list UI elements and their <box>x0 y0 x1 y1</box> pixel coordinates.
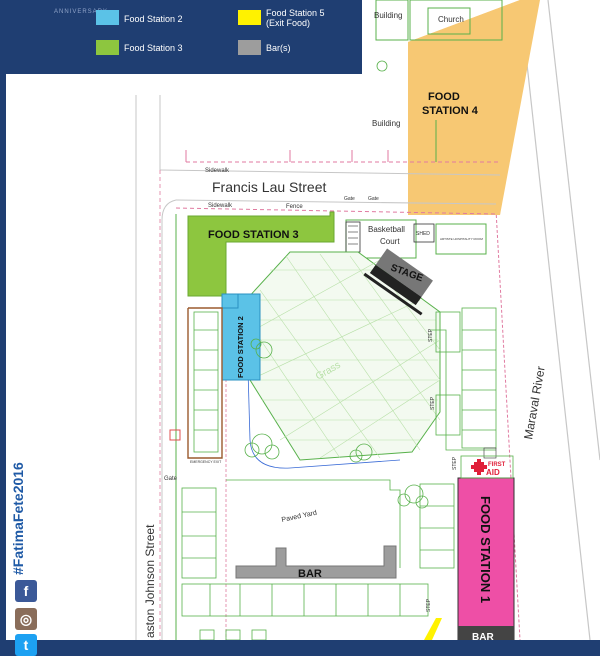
legend-swatch-food-station-3 <box>96 40 119 55</box>
legend-swatch-food-station-2 <box>96 10 119 25</box>
first-aid-line1: FIRST <box>488 462 506 468</box>
stage-block <box>363 248 433 316</box>
gate-left-label: Gate <box>164 476 178 482</box>
instagram-icon[interactable]: ◎ <box>15 608 37 630</box>
legend-swatch-food-station-5 <box>238 10 261 25</box>
building-top-label: Building <box>374 11 402 20</box>
paved-yard-label: Paved Yard <box>281 510 318 524</box>
hashtag-text: #FatimaFete2016 <box>10 462 26 575</box>
map-canvas: Building Church Building FOOD STATION 4 … <box>135 0 600 640</box>
step-2-label: STEP <box>430 396 436 410</box>
step-4-label: STEP <box>426 598 432 612</box>
map-legend: ANNIVERSARY Food Station 2 Food Station … <box>6 0 362 74</box>
food-station-4-line1: FOOD <box>428 91 460 103</box>
fence-label: Fence <box>286 204 303 210</box>
gate-top-label: Gate <box>344 196 355 202</box>
river-label: Maraval River <box>521 365 548 440</box>
food-station-5-area <box>424 618 442 640</box>
food-station-1-label: FOOD STATION 1 <box>478 496 493 603</box>
venue-map: Building Church Building FOOD STATION 4 … <box>6 0 600 640</box>
emergency-exit-label: EMERGENCY EXIT <box>190 460 222 464</box>
court-label: Court <box>380 237 400 246</box>
street-johnson-label: aston Johnson Street <box>143 524 157 638</box>
grass-area <box>245 251 441 461</box>
step-1-label: STEP <box>428 328 434 342</box>
building-mid-label: Building <box>372 119 400 128</box>
step-3-label: STEP <box>452 456 458 470</box>
bar-area <box>235 545 397 579</box>
street-francis-label: Francis Lau Street <box>212 179 326 195</box>
church-label: Church <box>438 15 464 24</box>
bar-partial-label: BAR <box>472 632 494 640</box>
first-aid-line2: AID <box>486 468 500 477</box>
food-station-3-label: FOOD STATION 3 <box>208 229 299 241</box>
legend-label-food-station-5: Food Station 5 <box>266 8 325 18</box>
instagram-glyph: ◎ <box>19 610 33 627</box>
food-station-2-label: FOOD STATION 2 <box>236 316 245 378</box>
basketball-label: Basketball <box>368 225 405 234</box>
bar-label: BAR <box>298 568 322 580</box>
logo-mark <box>64 0 90 6</box>
legend-swatch-bars <box>238 40 261 55</box>
left-sidebar <box>0 74 6 640</box>
legend-label-bars: Bar(s) <box>266 43 291 53</box>
facebook-glyph: f <box>23 583 29 599</box>
food-station-4-line2: STATION 4 <box>422 105 479 117</box>
food-station-1-area <box>457 477 515 640</box>
legend-label-food-station-2: Food Station 2 <box>124 14 183 24</box>
sidewalk-bottom-label: Sidewalk <box>208 203 233 209</box>
facebook-icon[interactable]: f <box>15 580 37 602</box>
sidewalk-top-label: Sidewalk <box>205 168 230 174</box>
logo-text: ANNIVERSARY <box>54 9 108 15</box>
legend-sublabel-food-station-5: (Exit Food) <box>266 18 311 28</box>
artiste-label: ARTISTE HOSPITALITY ROOM <box>440 237 483 241</box>
twitter-glyph: t <box>23 637 29 653</box>
gate-top2-label: Gate <box>368 196 379 202</box>
legend-label-food-station-3: Food Station 3 <box>124 43 183 53</box>
food-station-3-area <box>187 211 335 297</box>
shed-label: SHED <box>416 231 430 237</box>
twitter-icon[interactable]: t <box>15 634 37 656</box>
